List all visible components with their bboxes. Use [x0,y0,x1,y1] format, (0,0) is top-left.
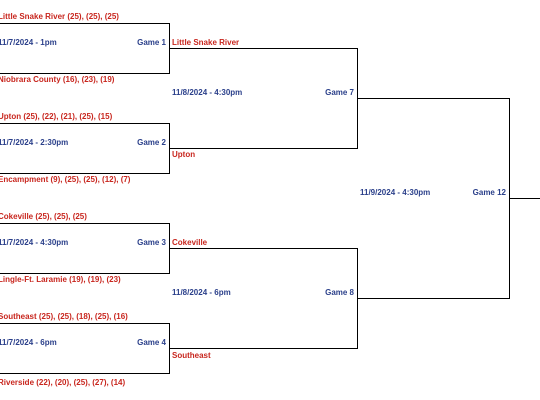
game-datetime: 11/7/2024 - 4:30pm [0,238,69,247]
bracket-line [0,373,170,374]
winner-label: Upton [172,150,196,159]
bracket-line [357,98,510,99]
game-label: Game 4 [137,338,166,347]
bracket-line [170,48,358,49]
bracket-line [170,348,358,349]
winner-label: Little Snake River [172,38,240,47]
bracket-line [169,323,170,374]
game-label: Game 12 [472,188,506,197]
bracket-line [170,248,358,249]
bracket-line [0,23,170,24]
bracket-line [169,123,170,174]
team-entry-upton: Upton (25), (22), (21), (25), (15) [0,112,113,121]
game-label: Game 3 [137,238,166,247]
game-label: Game 1 [137,38,166,47]
bracket-line [0,223,170,224]
bracket-line [0,173,170,174]
team-entry-niobrara-county: Niobrara County (16), (23), (19) [0,75,115,84]
bracket-line [0,73,170,74]
team-entry-cokeville: Cokeville (25), (25), (25) [0,212,87,221]
game-datetime: 11/8/2024 - 4:30pm [172,88,243,97]
game-datetime: 11/9/2024 - 4:30pm [360,188,431,197]
bracket-line [357,298,510,299]
bracket-line [170,148,358,149]
bracket-line [0,123,170,124]
bracket-line [0,273,170,274]
team-entry-southeast: Southeast (25), (25), (18), (25), (16) [0,312,128,321]
bracket-line [169,23,170,74]
game-datetime: 11/7/2024 - 6pm [0,338,57,347]
game-datetime: 11/7/2024 - 2:30pm [0,138,69,147]
bracket-line [0,323,170,324]
bracket-line [509,198,540,199]
winner-label: Cokeville [172,238,208,247]
team-entry-little-snake-river: Little Snake River (25), (25), (25) [0,12,119,21]
game-label: Game 2 [137,138,166,147]
bracket-line [169,223,170,274]
game-datetime: 11/7/2024 - 1pm [0,38,57,47]
team-entry-lingle-ft-laramie: Lingle-Ft. Laramie (19), (19), (23) [0,275,121,284]
game-datetime: 11/8/2024 - 6pm [172,288,231,297]
team-entry-encampment: Encampment (9), (25), (25), (12), (7) [0,175,131,184]
game-label: Game 7 [325,88,354,97]
winner-label: Southeast [172,351,211,360]
game-label: Game 8 [325,288,354,297]
team-entry-riverside: Riverside (22), (20), (25), (27), (14) [0,378,126,387]
